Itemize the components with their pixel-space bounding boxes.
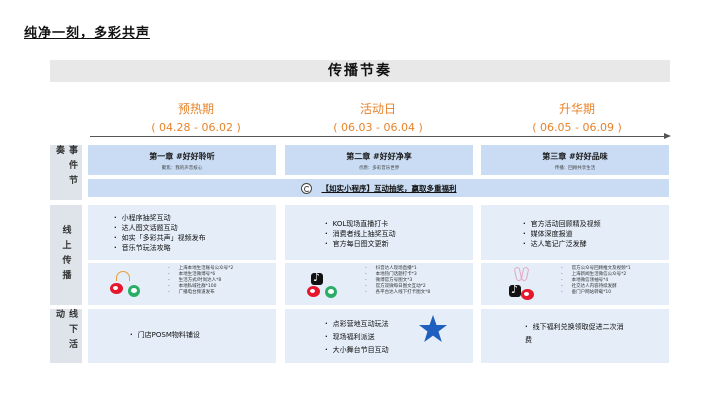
chapter-subtitle: 点燃：多彩音乐世界 <box>358 166 400 171</box>
row-label-offline: 线下活动 <box>50 309 82 363</box>
list-item: 本地私域社群*100 <box>168 284 233 290</box>
offline-plan-warmup: 门店POSM物料铺设 <box>88 309 276 363</box>
media-icon-group <box>307 271 345 299</box>
media-channel-list: 官方公众号回顾推文及视频*1 上海新闻生活微信公众号*2 本地微信领袖号*4 社… <box>561 266 631 296</box>
row-label-text: 线上传播 <box>60 225 71 285</box>
media-plan-warmup: 上海本地生活账号公众号*2 本地生活微博号*6 生活方式/时尚达人*8 本地私域… <box>88 263 276 305</box>
phase-event-day: 活动日 ( 06.03 - 06.04 ) <box>278 101 478 136</box>
list-item: 官方每日图文更新 <box>325 239 396 249</box>
mini-program-text: 【如实小程序】互动抽奖，赢取多重福利 <box>321 183 457 193</box>
antenna-icon <box>116 271 130 281</box>
media-channel-list: 抖音达人现场直播*1 本地热门话题打卡*3 微博官方号图文*3 官方双微每日图文… <box>365 266 431 296</box>
online-bullet-list: KOL现场直播打卡 消费者线上抽奖互动 官方每日图文更新 <box>325 219 396 249</box>
chapter-2: 第二章 #好好净享 点燃：多彩音乐世界 <box>285 145 473 175</box>
list-item: 点彩营地互动玩法 <box>325 318 389 331</box>
list-item: 本地生活微博号*6 <box>168 272 233 278</box>
phase-name: 升华期 <box>558 102 595 116</box>
media-icon-group <box>503 271 541 300</box>
section-header: 传播节奏 <box>50 60 670 82</box>
list-item: 现场福利派送 <box>325 331 389 344</box>
list-item: 生活方式/时尚达人*8 <box>168 278 233 284</box>
row-label-events: 事件节奏 <box>50 145 82 200</box>
timeline-line <box>90 136 668 137</box>
wechat-icon <box>325 286 337 298</box>
list-item: 小程序抽奖互动 <box>114 213 206 223</box>
chapter-3: 第三章 #好好品味 传播：回顾共享生活 <box>481 145 669 175</box>
list-item: 微博官方号图文*3 <box>365 278 430 284</box>
offline-plan-event-day: 点彩营地互动玩法 现场福利派送 大小舞台节目互动 <box>285 309 473 363</box>
chapter-1: 第一章 #好好聆听 聚焦：我的声音核心 <box>88 145 276 175</box>
list-item: 音乐节玩法攻略 <box>114 243 206 253</box>
list-item: 官方公众号回顾推文及视频*1 <box>561 266 631 272</box>
online-bullet-list: 小程序抽奖互动 达人图文话题互动 如实「多彩共声」视频发布 音乐节玩法攻略 <box>114 213 206 253</box>
star-icon <box>419 315 447 342</box>
phase-dates: ( 06.05 - 06.09 ) <box>532 121 622 134</box>
row-label-online: 线上传播 <box>50 205 82 305</box>
list-item: KOL现场直播打卡 <box>325 219 396 229</box>
list-item: 上海新闻生活微信公众号*2 <box>561 272 631 278</box>
phase-sublimation: 升华期 ( 06.05 - 06.09 ) <box>477 101 677 136</box>
wechat-icon <box>128 285 140 297</box>
list-item: 媒体深度报道 <box>523 229 601 239</box>
chapter-title: 第三章 #好好品味 <box>542 152 608 161</box>
media-plan-event-day: 抖音达人现场直播*1 本地热门话题打卡*3 微博官方号图文*3 官方双微每日图文… <box>285 263 473 305</box>
offline-bullet-list: 线下福利兑换领取促进二次消费 <box>525 321 625 347</box>
list-item: 如实「多彩共声」视频发布 <box>114 233 206 243</box>
timeline-arrow-icon <box>664 133 671 139</box>
phase-name: 预热期 <box>177 102 214 116</box>
chapter-subtitle: 传播：回顾共享生活 <box>554 166 596 171</box>
list-item: 本地微信领袖号*4 <box>561 278 631 284</box>
offline-bullet-list: 门店POSM物料铺设 <box>130 330 200 340</box>
phase-dates: ( 04.28 - 06.02 ) <box>151 121 241 134</box>
row-label-text: 线下活动 <box>54 309 77 354</box>
list-item: 垂门户网站转载*10 <box>561 290 631 296</box>
chapter-subtitle: 聚焦：我的声音核心 <box>161 166 203 171</box>
list-item: 官方活动回顾精及视频 <box>523 219 601 229</box>
list-item: 本地热门话题打卡*3 <box>365 272 430 278</box>
mini-program-icon <box>300 182 312 194</box>
online-plan-warmup: 小程序抽奖互动 达人图文话题互动 如实「多彩共声」视频发布 音乐节玩法攻略 <box>88 205 276 260</box>
online-bullet-list: 官方活动回顾精及视频 媒体深度报道 达人笔记广泛发酵 <box>523 219 601 249</box>
media-channel-list: 上海本地生活账号公众号*2 本地生活微博号*6 生活方式/时尚达人*8 本地私域… <box>168 266 234 296</box>
weibo-icon <box>110 283 123 294</box>
list-item: 官方双微每日图文互动*2 <box>365 284 430 290</box>
list-item: 达人图文话题互动 <box>114 223 206 233</box>
list-item: 大小舞台节目互动 <box>325 344 389 357</box>
list-item: 社交达人内容持续发酵 <box>561 284 631 290</box>
weibo-icon <box>521 289 534 300</box>
douyin-icon <box>311 271 323 285</box>
phase-warmup: 预热期 ( 04.28 - 06.02 ) <box>96 101 296 136</box>
mini-program-banner: 【如实小程序】互动抽奖，赢取多重福利 <box>88 179 669 197</box>
phase-name: 活动日 <box>359 102 396 116</box>
weibo-icon <box>307 286 320 297</box>
list-item: 上海本地生活账号公众号*2 <box>168 266 234 272</box>
online-plan-sublimation: 官方活动回顾精及视频 媒体深度报道 达人笔记广泛发酵 <box>481 205 669 260</box>
list-item: 抖音达人现场直播*1 <box>365 266 430 272</box>
douyin-icon <box>509 283 521 297</box>
list-item: 消费者线上抽奖互动 <box>325 229 396 239</box>
list-item: 广播电台频道发布 <box>168 290 233 296</box>
media-plan-sublimation: 官方公众号回顾推文及视频*1 上海新闻生活微信公众号*2 本地微信领袖号*4 社… <box>481 263 669 305</box>
offline-bullet-list: 点彩营地互动玩法 现场福利派送 大小舞台节目互动 <box>325 318 389 357</box>
slide-title: 纯净一刻，多彩共声 <box>24 26 151 41</box>
list-item: 达人笔记广泛发酵 <box>523 239 601 249</box>
phase-dates: ( 06.03 - 06.04 ) <box>333 121 423 134</box>
chapter-title: 第二章 #好好净享 <box>346 152 412 161</box>
list-item: 各平台达人线下打卡图文*8 <box>365 290 431 296</box>
offline-plan-sublimation: 线下福利兑换领取促进二次消费 <box>481 309 669 363</box>
list-item: 门店POSM物料铺设 <box>130 330 200 340</box>
media-icon-group <box>110 271 148 299</box>
online-plan-event-day: KOL现场直播打卡 消费者线上抽奖互动 官方每日图文更新 <box>285 205 473 260</box>
row-label-text: 事件节奏 <box>54 145 77 190</box>
list-item: 线下福利兑换领取促进二次消费 <box>525 321 625 347</box>
chapter-title: 第一章 #好好聆听 <box>149 152 215 161</box>
